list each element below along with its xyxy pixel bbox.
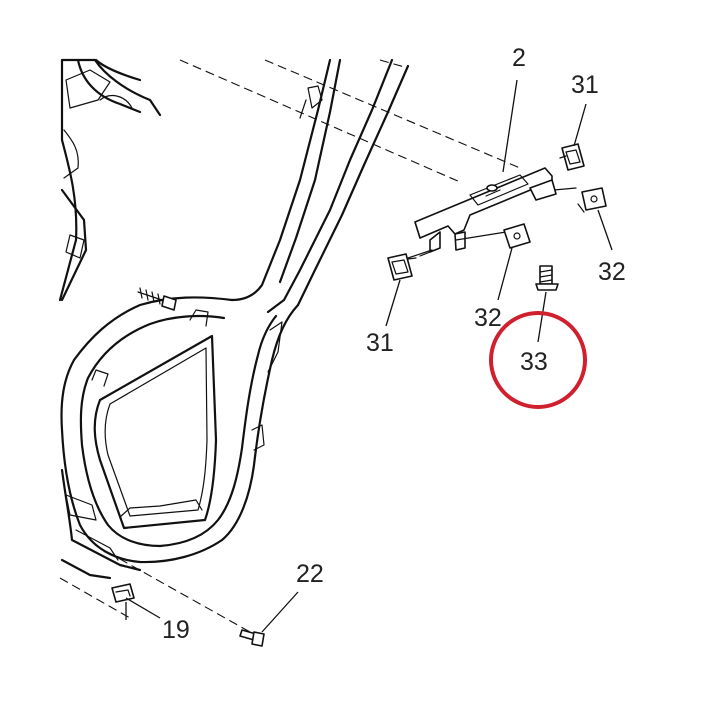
leader-33: [537, 291, 547, 343]
callout-2: 2: [512, 44, 526, 72]
leader-lines: [125, 79, 613, 633]
callout-33: 33: [520, 348, 548, 376]
callout-19: 19: [162, 616, 190, 644]
callout-32-mid: 32: [474, 304, 502, 332]
callout-31-left: 31: [366, 329, 394, 357]
part-33-screw: [535, 265, 559, 291]
alignment-lines: [59, 59, 521, 633]
callout-labels: 2 31 31 32 32 33 22 19: [162, 44, 626, 644]
leader-22: [261, 591, 299, 633]
leader-31-top: [573, 103, 587, 147]
part-2-bracket: [399, 167, 577, 261]
part-19-clip: [111, 583, 135, 603]
body-panel: [58, 58, 410, 580]
leader-32-mid: [497, 247, 513, 301]
leader-31-left: [385, 279, 401, 327]
part-31-clip-left: [387, 253, 413, 281]
frame-stud: [137, 287, 177, 311]
alignment-line-top-short: [379, 59, 409, 69]
alignment-line-top: [179, 59, 461, 183]
callout-31-top: 31: [571, 71, 599, 99]
callout-32-right: 32: [598, 258, 626, 286]
highlight-circle-part-33: [489, 311, 587, 409]
part-22-screw: [239, 629, 265, 647]
part-32-nut-mid: [503, 223, 531, 249]
callout-22: 22: [296, 560, 324, 588]
part-31-clip-top: [559, 143, 585, 171]
leader-32-right: [597, 209, 613, 251]
part-32-nut-right: [577, 187, 607, 213]
leader-2: [502, 79, 518, 173]
leader-19: [125, 597, 161, 619]
alignment-line-upper: [264, 59, 521, 169]
